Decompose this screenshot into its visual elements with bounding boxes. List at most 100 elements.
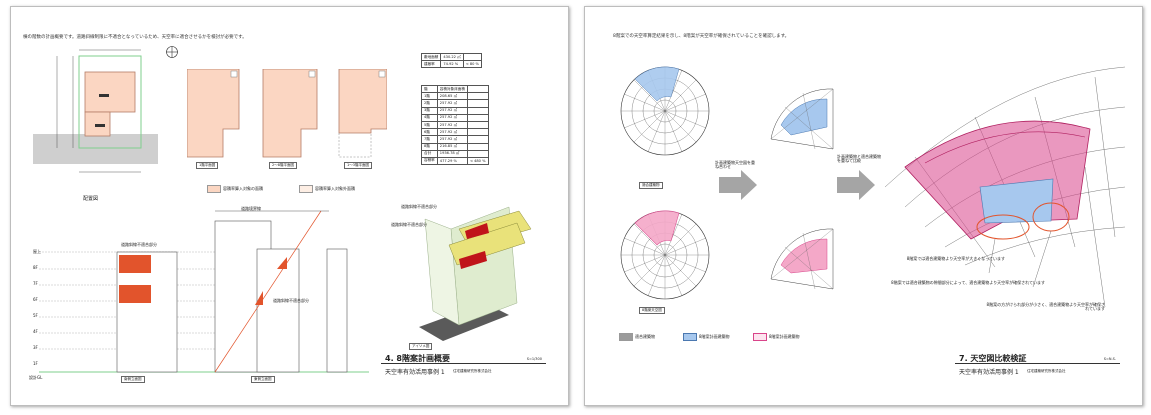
floor-label: 3F (33, 345, 38, 350)
overlay-annotation-2: 8階案では適合建築物の隙間部分によって、適合建築物より天空率が確保されています (891, 280, 1045, 285)
dome-compliant (620, 66, 710, 156)
table-cell: 208.65 ㎡ (436, 92, 468, 101)
table-cell: 216.85 ㎡ (436, 142, 468, 151)
title-divider (381, 363, 546, 364)
table-row: 敷地面積 430.22 ㎡ (420, 52, 482, 62)
table-cell: 257.92 ㎡ (436, 99, 468, 108)
isometric-view (419, 206, 532, 341)
left-sheet-title: 4. 8階案計画概要 (385, 354, 450, 363)
table-cell: 257.92 ㎡ (436, 128, 468, 137)
title-divider (955, 363, 1120, 364)
floor-label: 6F (33, 297, 38, 302)
legend-swatch-gray (619, 333, 633, 341)
iso-callout-2: 道路斜線不適合部分 (391, 222, 427, 227)
left-drawing-sheet: 棟の階数の計画概要です。道路斜線制限に不適合となっているため、天空率に適合させる… (10, 6, 569, 406)
table-cell: < 480 % (466, 156, 489, 166)
plan-label-2-8f: 2〜8階平面図 (269, 162, 297, 169)
table-cell: 257.92 ㎡ (436, 106, 468, 115)
table-cell: 6階 (421, 128, 438, 137)
legend-label-gray: 適合建築物 (635, 334, 655, 339)
plan-label-1-3f: 1〜3階平面図 (344, 162, 372, 169)
left-sheet-scale: S=1/300 (526, 357, 542, 361)
legend-label-pink: 8階案計画建築物 (769, 334, 800, 339)
isometric-label: アイソメ図 (409, 343, 433, 350)
right-sheet-scale: S=N.S. (1103, 357, 1116, 361)
floor-plan-1-3f (338, 69, 387, 158)
left-sheet-org: 住宅建築研究所株式会社 (453, 369, 492, 373)
table-cell: 257.92 ㎡ (436, 113, 468, 122)
left-title-block: 4. 8階案計画概要 S=1/300 天空率有効活用事例 1 住宅建築研究所株式… (381, 351, 546, 383)
arrow-right-icon-2 (837, 170, 875, 200)
floor-label: 8F (33, 265, 38, 270)
table-cell: 4階 (421, 113, 438, 122)
floor-plan-2-8f (262, 69, 318, 158)
floor-label: 7F (33, 281, 38, 286)
table-cell (466, 99, 489, 108)
floor-plan-1f (187, 69, 240, 158)
table-cell (466, 149, 489, 158)
table-cell: 257.92 ㎡ (436, 120, 468, 130)
floor-plans (187, 69, 387, 158)
floor-label: 1F (33, 361, 38, 366)
table-cell (466, 135, 489, 144)
table-cell: 建蔽率 (420, 60, 442, 69)
table-cell: 8階 (421, 142, 438, 151)
right-sheet-subtitle: 天空率有効活用事例 1 (959, 369, 1019, 376)
table-cell: 2階 (421, 99, 438, 108)
table-cell (466, 128, 489, 137)
east-elevation-label: 東側立面図 (251, 376, 275, 383)
table-cell: 1936.78 ㎡ (436, 149, 468, 158)
top-dome-label: 適合建築物 (639, 182, 663, 189)
left-sheet-note: 棟の階数の計画概要です。道路斜線制限に不適合となっているため、天空率に適合させる… (23, 35, 247, 40)
table-cell: 容積率 (421, 156, 438, 166)
right-sheet-title: 7. 天空図比較検証 (959, 354, 1027, 363)
table-cell: 477.29 % (436, 156, 468, 166)
overlay-annotation-3: 8階案の方がけられ部分が小さく、適合建築物より天空率が確保されています (986, 302, 1105, 311)
sky-factor-comparison (620, 66, 1126, 308)
table-cell (466, 120, 489, 130)
table-cell: < 80 % (462, 60, 482, 69)
table-cell (466, 106, 489, 115)
table-cell: 74.92 % (440, 60, 464, 69)
overlay-comparison (884, 66, 1126, 308)
right-sheet-note: 8階案での天空率算定結果を示し、8階案が天空率が確保されていることを確認します。 (613, 34, 790, 39)
legend-swatch-excluded (299, 185, 313, 193)
floor-label-gl: 設計GL (29, 375, 43, 380)
legend-swatch-pink (753, 333, 767, 341)
table-header-cell: 階 (421, 84, 438, 94)
table-header-cell (466, 84, 489, 94)
bottom-dome-label: 8階案天空図 (639, 307, 665, 314)
floor-label: 4F (33, 329, 38, 334)
table-cell (466, 92, 489, 101)
right-sheet-org: 住宅建築研究所株式会社 (1027, 369, 1066, 373)
arrow-note-1: 計画建築物天空図を重ね合わせ (715, 160, 755, 169)
iso-callout-1: 道路斜線不適合部分 (401, 204, 437, 209)
legend-label-blue: 8階案計画建築物 (699, 334, 730, 339)
table-cell: 敷地面積 (420, 52, 442, 62)
site-plan-drawing (33, 49, 158, 173)
elevation-callout-2: 道路斜線不適合部分 (273, 298, 309, 303)
left-sheet-subtitle: 天空率有効活用事例 1 (385, 369, 445, 376)
table-cell (466, 142, 489, 151)
table-row: 建蔽率 74.92 % < 80 % (420, 60, 482, 69)
legend-swatch-counted (207, 185, 221, 193)
partial-dome-pink (770, 228, 834, 290)
table-cell (466, 113, 489, 122)
floor-label: 5F (33, 313, 38, 318)
overlay-annotation-1: 8階案では適合建築物より天空率が大きくなっています (906, 256, 1005, 261)
elevation-drawings (39, 210, 369, 373)
right-drawing-sheet: 8階案での天空率算定結果を示し、8階案が天空率が確保されていることを確認します。 (584, 6, 1143, 406)
table-header-row: 階 容積対象床面積 (421, 84, 489, 94)
arrow-right-icon-1 (719, 170, 757, 200)
table-cell: 3階 (421, 106, 438, 115)
table-cell: 430.22 ㎡ (440, 52, 464, 62)
